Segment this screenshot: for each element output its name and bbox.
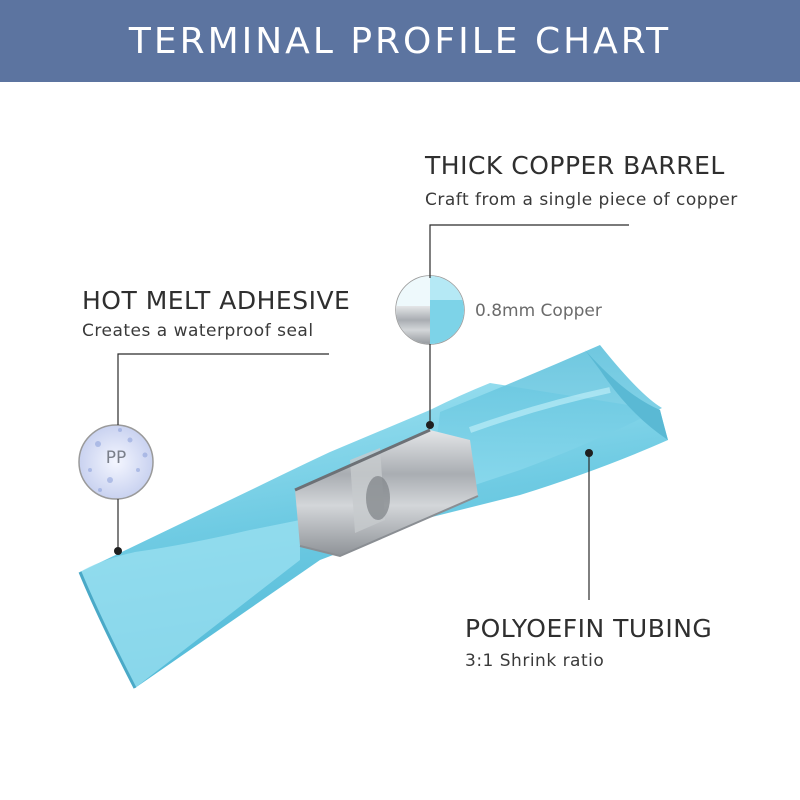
header-bar: TERMINAL PROFILE CHART — [0, 0, 800, 82]
leader-dots — [114, 421, 593, 555]
tubing-title: POLYOEFIN TUBING — [465, 614, 713, 643]
adhesive-pellet-circle — [78, 424, 154, 500]
tubing-subtitle: 3:1 Shrink ratio — [465, 651, 605, 671]
copper-zoom-circle — [395, 275, 465, 345]
adhesive-subtitle: Creates a waterproof seal — [82, 321, 314, 341]
barrel-subtitle: Craft from a single piece of copper — [425, 190, 738, 210]
copper-zoom-label: 0.8mm Copper — [475, 301, 602, 321]
barrel-title: THICK COPPER BARREL — [425, 151, 725, 180]
adhesive-title: HOT MELT ADHESIVE — [82, 286, 351, 315]
copper-barrel — [294, 428, 479, 558]
leader-lines — [117, 224, 629, 600]
page-title: TERMINAL PROFILE CHART — [128, 20, 672, 62]
pp-material-label: PP — [105, 448, 127, 468]
